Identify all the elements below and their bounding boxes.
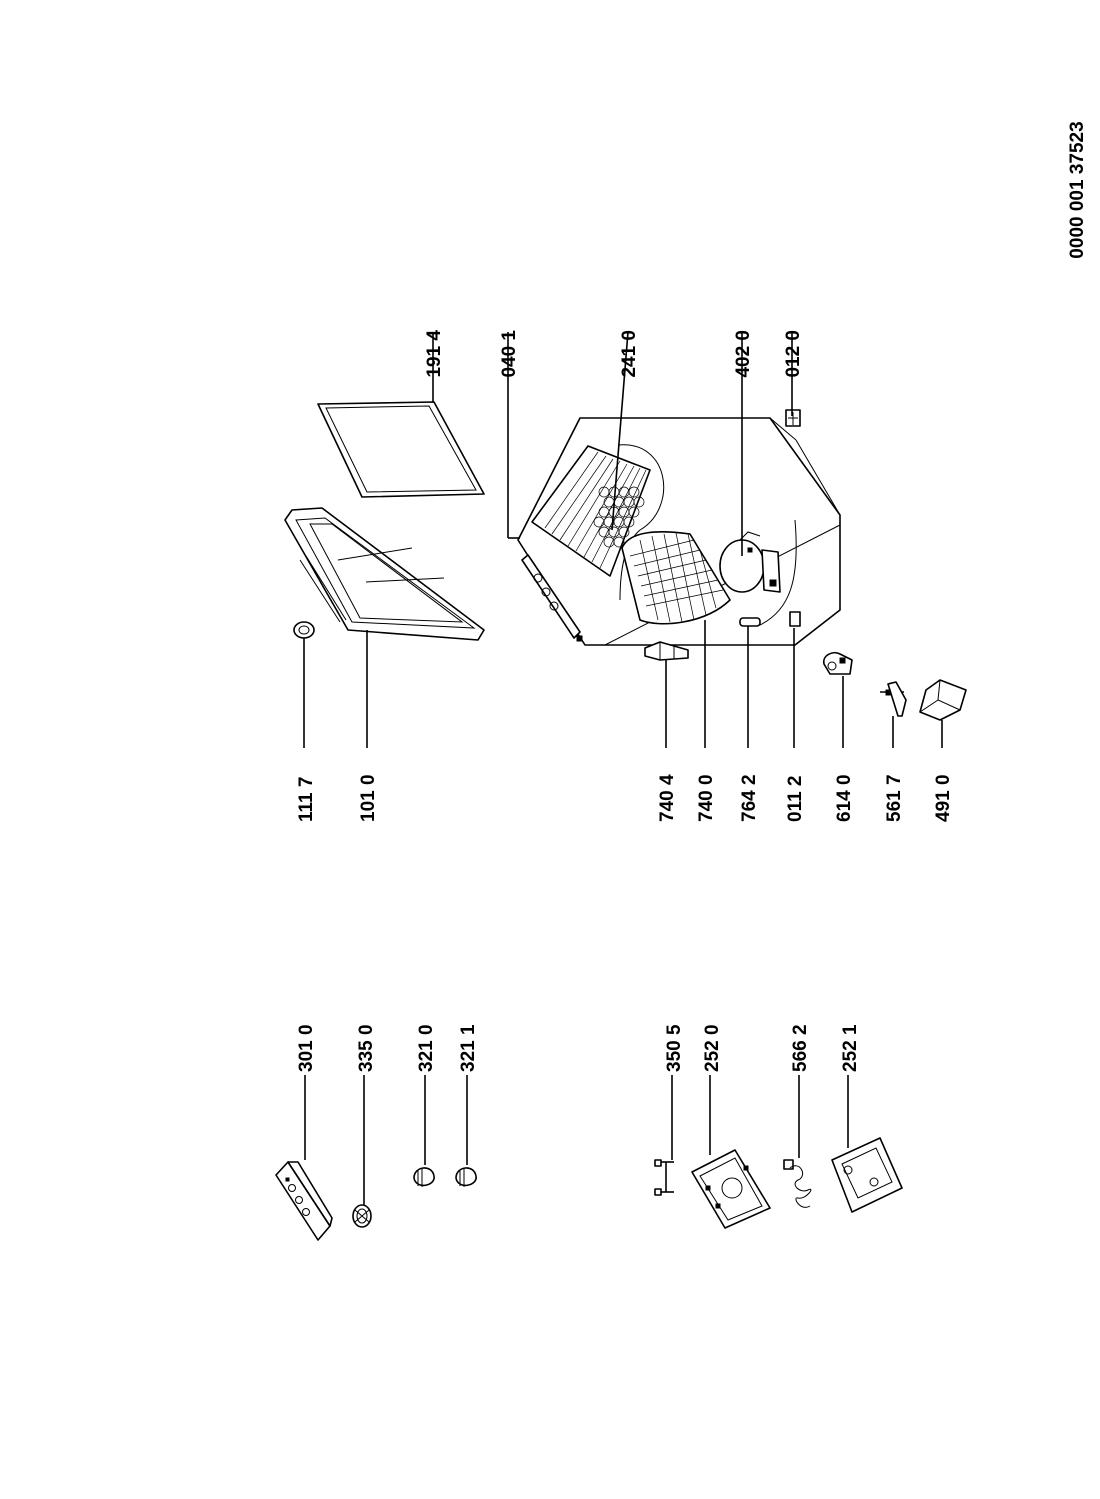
callout-101-0: 101 0 xyxy=(358,774,379,822)
callout-350-5: 350 5 xyxy=(664,1024,685,1072)
part-lamp-cap xyxy=(413,1167,435,1187)
part-bracket xyxy=(654,1159,674,1196)
callout-740-4: 740 4 xyxy=(657,774,678,822)
callout-402-0: 402 0 xyxy=(733,330,754,378)
part-condenser xyxy=(621,531,731,625)
part-compressor xyxy=(719,531,781,593)
callout-191-4: 191 4 xyxy=(424,330,445,378)
callout-614-0: 614 0 xyxy=(834,774,855,822)
callout-740-0: 740 0 xyxy=(696,774,717,822)
part-relay xyxy=(822,651,853,675)
part-thermostat-housing xyxy=(691,1149,771,1229)
callout-491-0: 491 0 xyxy=(933,774,954,822)
part-thermostat-probe xyxy=(880,681,907,717)
part-hinge-cover xyxy=(293,621,315,639)
callout-241-0: 241 0 xyxy=(619,330,640,378)
callout-566-2: 566 2 xyxy=(790,1024,811,1072)
callout-111-7: 111 7 xyxy=(296,777,317,822)
callout-252-0: 252 0 xyxy=(702,1024,723,1072)
part-spring xyxy=(783,1159,812,1208)
part-cover xyxy=(919,679,967,721)
callout-561-7: 561 7 xyxy=(884,774,905,822)
part-filter-drier xyxy=(739,617,761,627)
callout-335-0: 335 0 xyxy=(356,1024,377,1072)
part-cover-bracket xyxy=(644,641,689,661)
callout-764-2: 764 2 xyxy=(739,774,760,822)
part-gasket xyxy=(317,401,485,498)
callout-321-0: 321 0 xyxy=(416,1024,437,1072)
part-control-panel xyxy=(275,1161,333,1241)
callout-301-0: 301 0 xyxy=(296,1024,317,1072)
callout-012-0: 012 0 xyxy=(783,330,804,378)
document-id: 0000 001 37523 xyxy=(1067,121,1088,258)
part-knob xyxy=(352,1204,372,1228)
callout-252-1: 252 1 xyxy=(840,1024,861,1072)
part-lamp-cap-2 xyxy=(455,1167,477,1187)
callout-040-1: 040 1 xyxy=(499,330,520,378)
callout-321-1: 321 1 xyxy=(458,1024,479,1072)
callout-011-2: 011 2 xyxy=(785,776,806,823)
part-lid xyxy=(284,507,485,641)
part-housing-cover xyxy=(831,1137,903,1213)
